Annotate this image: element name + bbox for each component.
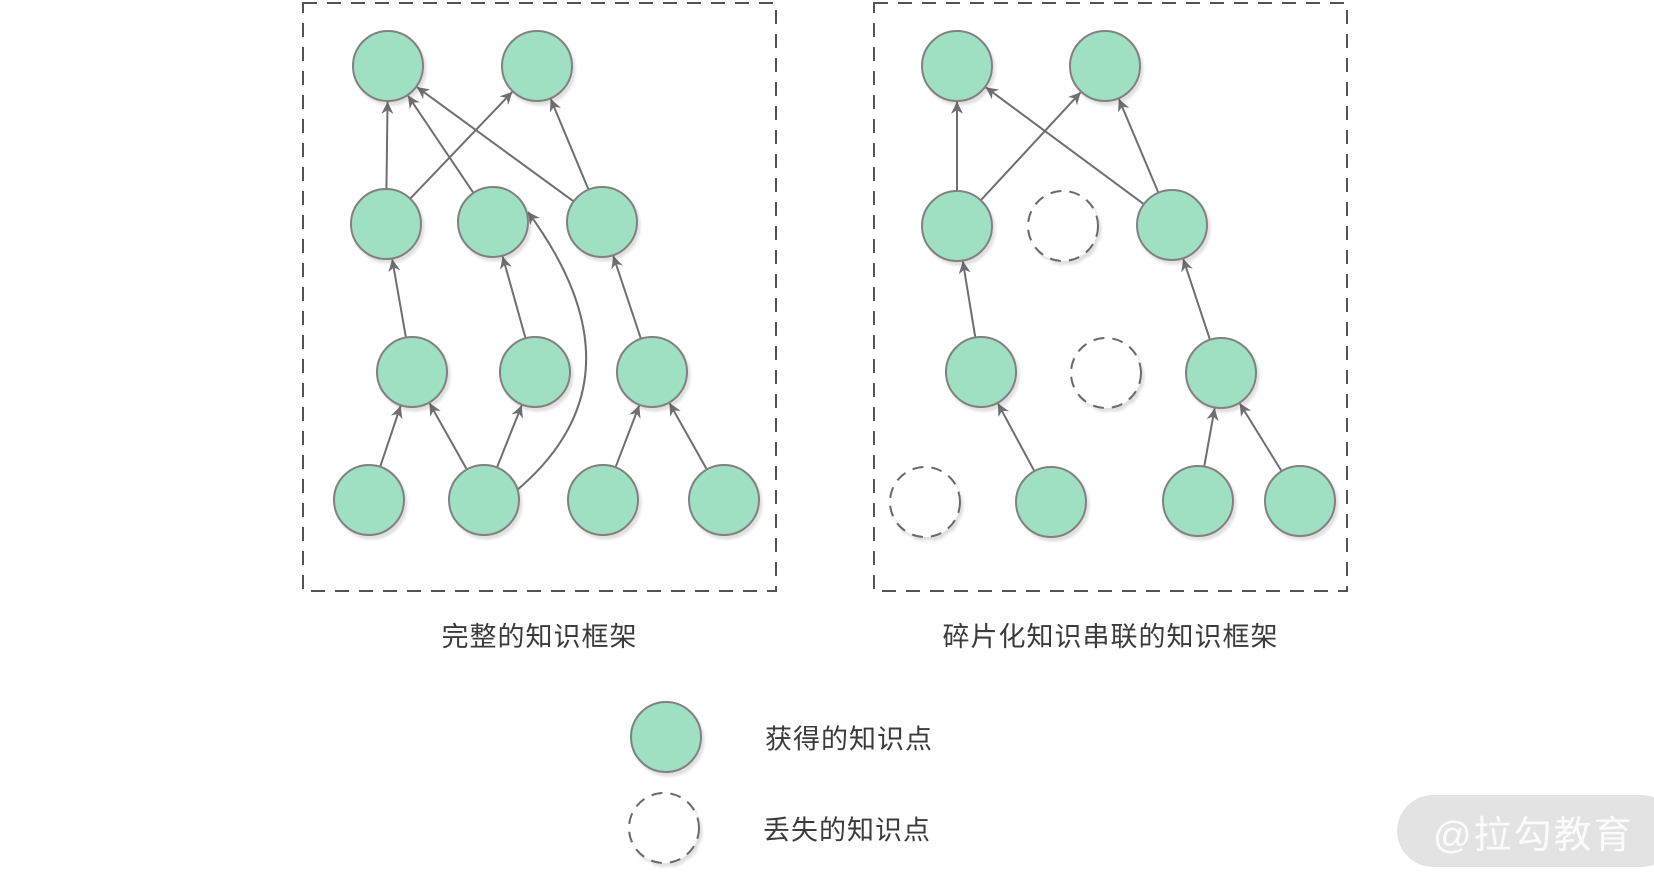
edge-c2-b1	[997, 403, 1036, 472]
knowledge-node-fragmented-c3	[1162, 465, 1234, 537]
knowledge-node-complete-c3	[567, 464, 639, 536]
edge-m1-t1	[381, 101, 394, 190]
watermark-badge: @拉勾教育	[1397, 795, 1654, 867]
legend-swatch-lost-knowledge	[628, 792, 700, 864]
edge-curved-c2-m2	[515, 211, 588, 492]
panel-frame-fragmented	[873, 2, 1348, 592]
edge-c2-b2	[496, 405, 523, 468]
lost-knowledge-node-fragmented-m2	[1027, 190, 1099, 262]
edge-b1-m1	[958, 261, 977, 338]
legend-label-lost-knowledge: 丢失的知识点	[763, 815, 931, 846]
edge-c4-b3	[668, 402, 708, 470]
edge-c4-b3	[1239, 403, 1283, 472]
lost-knowledge-node-fragmented-b2	[1070, 337, 1142, 409]
knowledge-node-complete-b1	[376, 336, 448, 408]
knowledge-node-complete-c4	[688, 464, 760, 536]
knowledge-node-complete-t1	[352, 30, 424, 102]
lost-knowledge-node-fragmented-c1	[889, 466, 961, 538]
edge-c2-b1	[428, 402, 468, 470]
knowledge-node-fragmented-m3	[1136, 189, 1208, 261]
knowledge-node-fragmented-c2	[1015, 466, 1087, 538]
knowledge-node-fragmented-b3	[1185, 337, 1257, 409]
panel-fragmented	[873, 2, 1348, 592]
knowledge-node-fragmented-b1	[945, 336, 1017, 408]
caption-complete-framework: 完整的知识框架	[441, 622, 638, 652]
knowledge-node-complete-m3	[566, 186, 638, 258]
panel-complete	[302, 2, 777, 592]
edge-m3-t1	[416, 86, 575, 203]
edge-b1-m1	[388, 259, 407, 338]
edge-m1-t2	[409, 91, 513, 200]
edge-c3-b3	[1203, 408, 1219, 467]
edge-c1-b1	[379, 405, 403, 468]
watermark-text: @拉勾教育	[1433, 814, 1634, 857]
legend	[628, 701, 702, 864]
edge-m3-t2	[549, 98, 590, 191]
edge-m2-t1	[407, 95, 475, 194]
knowledge-node-fragmented-t2	[1069, 30, 1141, 102]
edge-c3-b3	[614, 405, 641, 468]
knowledge-node-complete-b2	[499, 336, 571, 408]
knowledge-node-complete-c1	[333, 464, 405, 536]
edge-m3-t1	[985, 86, 1145, 205]
edge-b2-m2	[500, 256, 527, 339]
edge-m1-t2	[980, 91, 1082, 201]
knowledge-node-complete-m1	[350, 188, 422, 260]
knowledge-node-fragmented-t1	[921, 30, 993, 102]
caption-fragmented-framework: 碎片化知识串联的知识框架	[942, 622, 1279, 652]
knowledge-node-complete-m2	[457, 186, 529, 258]
knowledge-node-complete-c2	[448, 464, 520, 536]
panel-frame-complete	[302, 2, 777, 592]
edge-b3-m3	[1181, 258, 1211, 341]
edge-m3-t2	[1118, 98, 1160, 194]
knowledge-node-fragmented-c4	[1264, 465, 1336, 537]
knowledge-node-complete-t2	[501, 30, 573, 102]
edge-b3-m3	[611, 255, 642, 340]
knowledge-node-complete-b3	[616, 336, 688, 408]
knowledge-node-fragmented-m1	[921, 190, 993, 262]
legend-label-acquired-knowledge: 获得的知识点	[765, 724, 933, 755]
legend-swatch-acquired-knowledge	[630, 701, 702, 773]
